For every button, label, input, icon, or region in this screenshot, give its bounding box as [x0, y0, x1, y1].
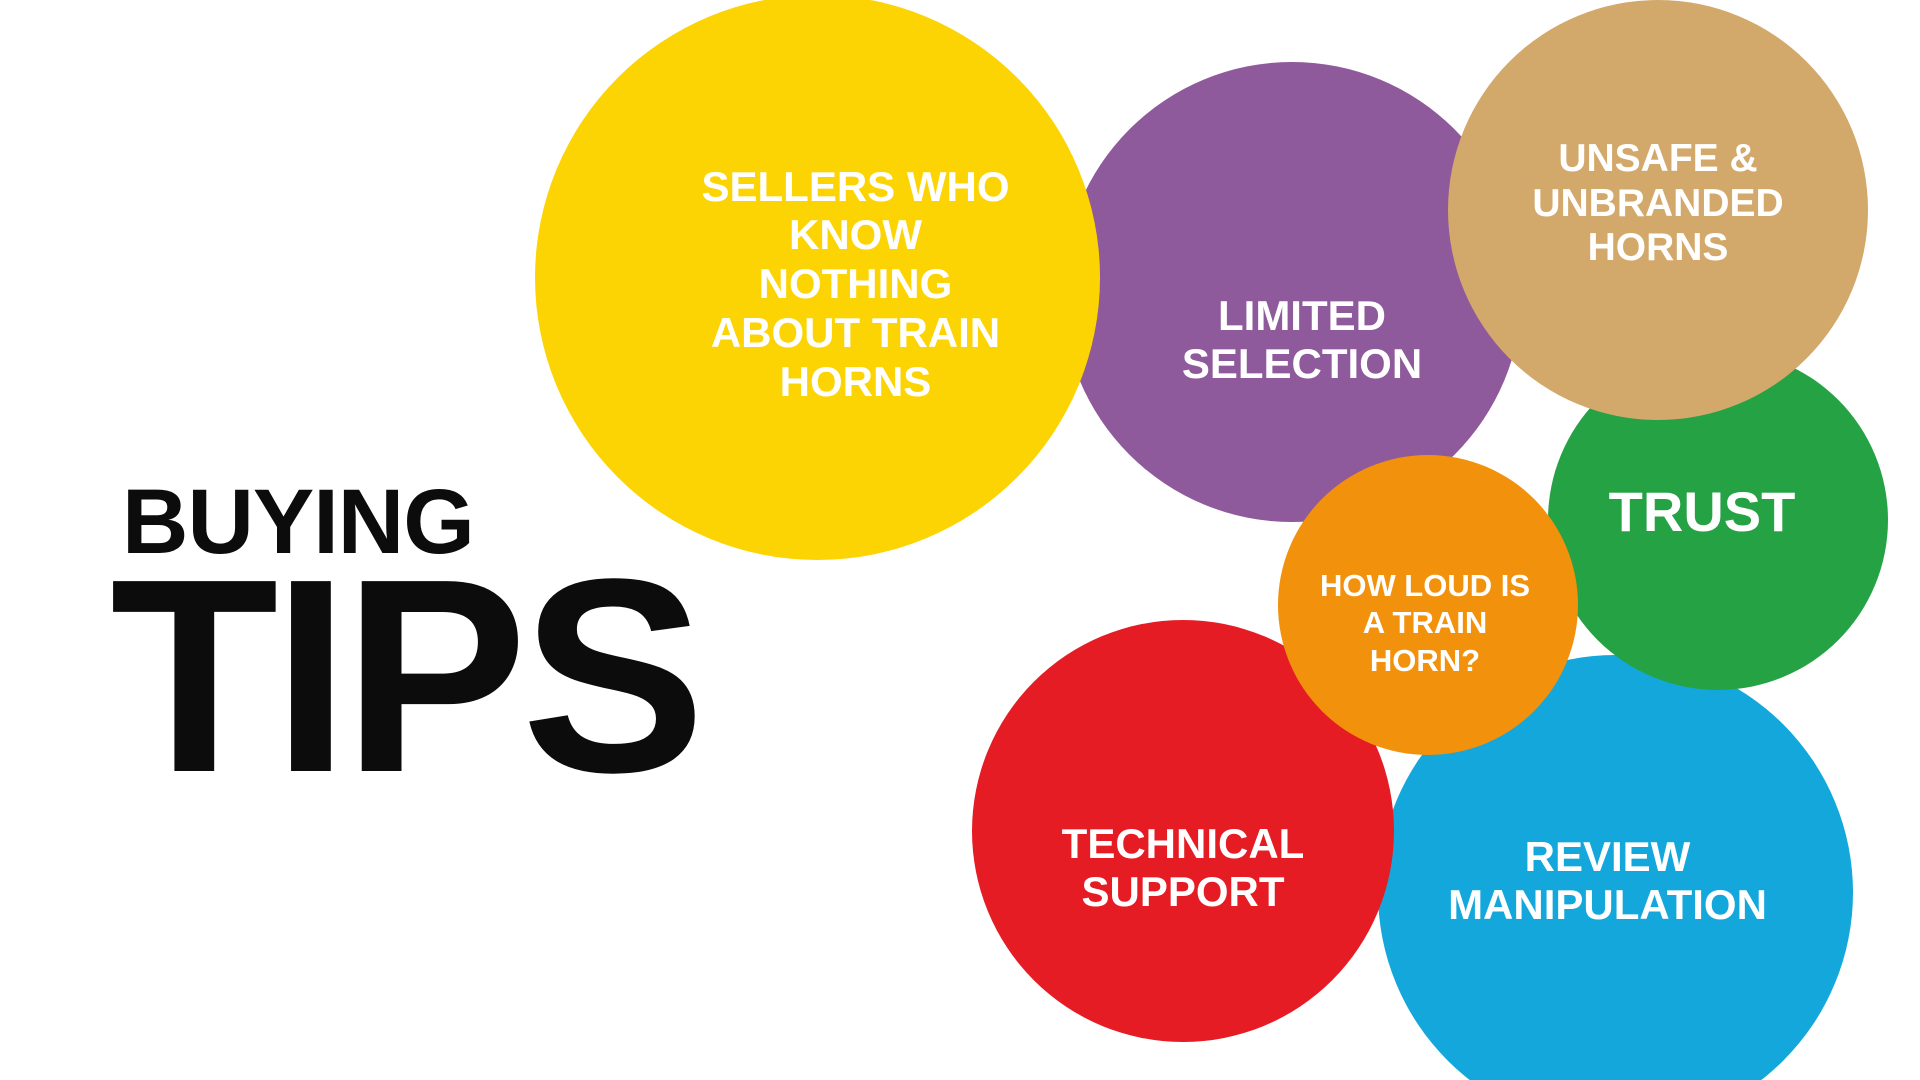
bubble-sellers-who-know-nothing[interactable]: SELLERS WHO KNOW NOTHING ABOUT TRAIN HOR… [535, 0, 1100, 560]
bubble-label-technical-support: TECHNICAL SUPPORT [1061, 820, 1305, 915]
headline-block: BUYING TIPS [110, 471, 930, 830]
bubble-how-loud-is-a-train-horn[interactable]: HOW LOUD IS A TRAIN HORN? [1278, 455, 1578, 755]
bubble-label-review-manipulation: REVIEW MANIPULATION [1448, 832, 1767, 928]
bubble-label-limited-selection: LIMITED SELECTION [1181, 292, 1423, 387]
bubble-limited-selection[interactable]: LIMITED SELECTION [1062, 62, 1522, 522]
headline-line-tips: TIPS [110, 521, 705, 830]
bubble-label-how-loud-is-a-train-horn: HOW LOUD IS A TRAIN HORN? [1319, 568, 1531, 678]
headline-line-buying: BUYING [122, 471, 475, 573]
bubble-unsafe-unbranded-horns[interactable]: UNSAFE & UNBRANDED HORNS [1448, 0, 1868, 420]
bubble-label-sellers-who-know-nothing: SELLERS WHO KNOW NOTHING ABOUT TRAIN HOR… [701, 162, 1010, 405]
bubble-label-unsafe-unbranded-horns: UNSAFE & UNBRANDED HORNS [1532, 137, 1784, 270]
bubble-label-trust: TRUST [1608, 480, 1796, 544]
